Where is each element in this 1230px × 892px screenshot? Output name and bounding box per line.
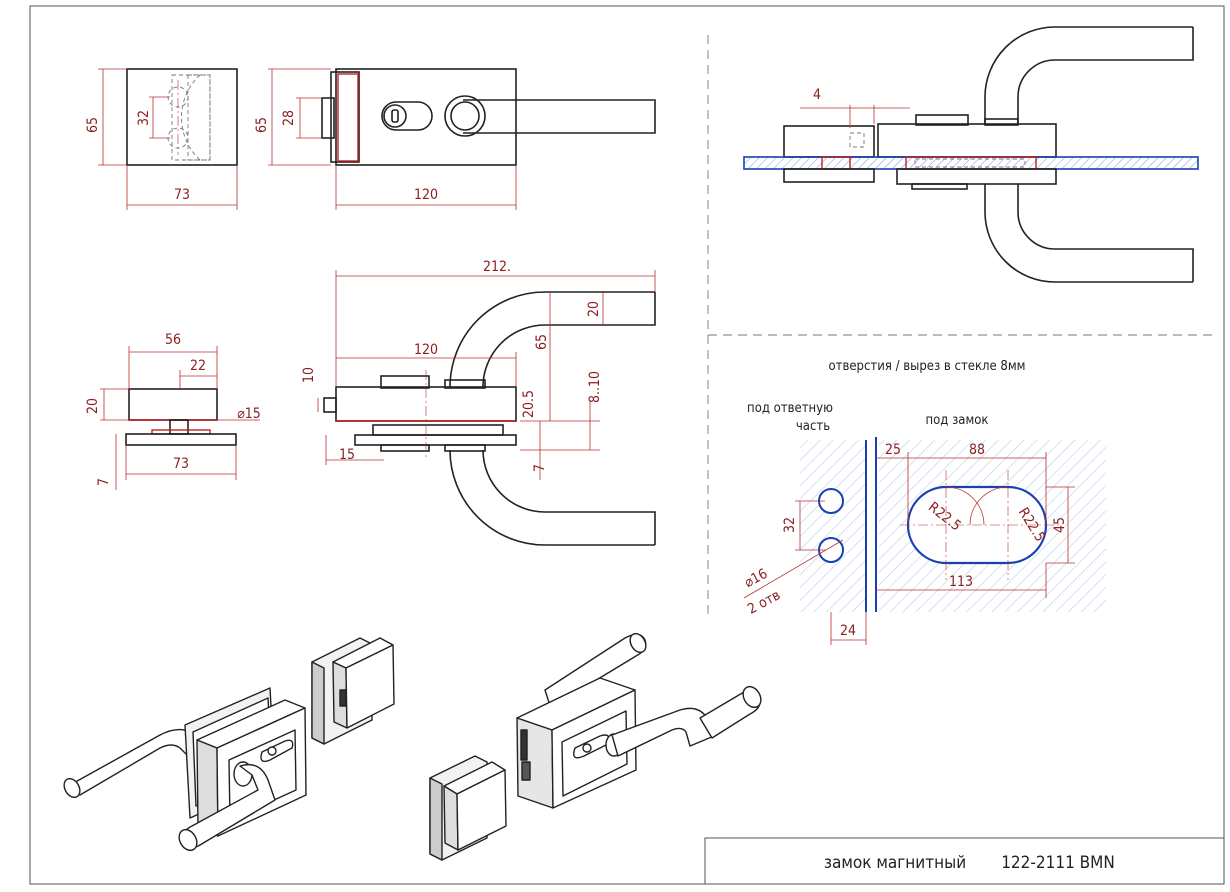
dim-total-length: 212. — [483, 259, 511, 275]
side-view: 65 28 120 — [254, 68, 656, 210]
dim-handle-dia: 20 — [586, 301, 602, 317]
isometric-lock-left — [63, 637, 395, 852]
dim-front-height: 65 — [85, 117, 101, 133]
title-block: замок магнитный 122-2111 BMN — [704, 837, 1225, 885]
glass-section-top-view: 4 — [743, 26, 1199, 283]
dim-front-inner: 32 — [136, 110, 152, 126]
dim-handle-offset: 65 — [534, 334, 550, 350]
title-code: 122-2111 BMN — [1001, 853, 1115, 873]
dim-glass-45: 45 — [1052, 517, 1068, 533]
sheet-frame — [29, 5, 1225, 885]
glass-cutout-view: отверстия / вырез в стекле 8мм под ответ… — [742, 359, 1106, 645]
dim-counter-56: 56 — [165, 332, 181, 348]
title-name: замок магнитный — [824, 853, 966, 873]
dim-glass-32: 32 — [782, 517, 798, 533]
label-lock: под замок — [925, 413, 988, 428]
dim-counter-dia15: ⌀15 — [237, 406, 261, 422]
dim-glass-24: 24 — [840, 623, 856, 639]
counter-part-view: 56 22 20 ⌀15 73 7 — [85, 332, 261, 490]
dim-20-5: 20.5 — [521, 390, 537, 418]
dim-side-height: 65 — [254, 117, 270, 133]
dim-glass-88: 88 — [969, 442, 985, 458]
dim-bottom-15: 15 — [339, 447, 355, 463]
dim-gap-4: 4 — [813, 87, 821, 103]
isometric-lock-right — [429, 632, 762, 861]
label-counter-line1: под ответную — [747, 401, 833, 416]
dim-side-width: 120 — [414, 187, 438, 203]
dim-glass-25: 25 — [885, 442, 901, 458]
section-title: отверстия / вырез в стекле 8мм — [829, 359, 1026, 374]
dim-counter-73: 73 — [173, 456, 189, 472]
dim-glass-113: 113 — [949, 574, 973, 590]
dim-counter-7: 7 — [96, 478, 112, 486]
dim-glass-8-10: 8..10 — [587, 371, 603, 403]
front-view: 65 32 73 — [85, 68, 238, 210]
plan-view: 212. 120 65 20 10 20.5 8..10 7 15 — [301, 259, 656, 546]
dim-counter-22: 22 — [190, 358, 206, 374]
dim-side-inner: 28 — [281, 110, 297, 126]
dim-counter-20: 20 — [85, 398, 101, 414]
dim-glass-holes: 2 отв — [745, 587, 783, 617]
dim-pin-10: 10 — [301, 367, 317, 383]
dim-body-length: 120 — [414, 342, 438, 358]
dim-bottom-7: 7 — [532, 464, 548, 472]
dim-front-width: 73 — [174, 187, 190, 203]
label-counter-line2: часть — [796, 419, 830, 434]
dim-glass-dia16: ⌀16 — [742, 566, 770, 591]
